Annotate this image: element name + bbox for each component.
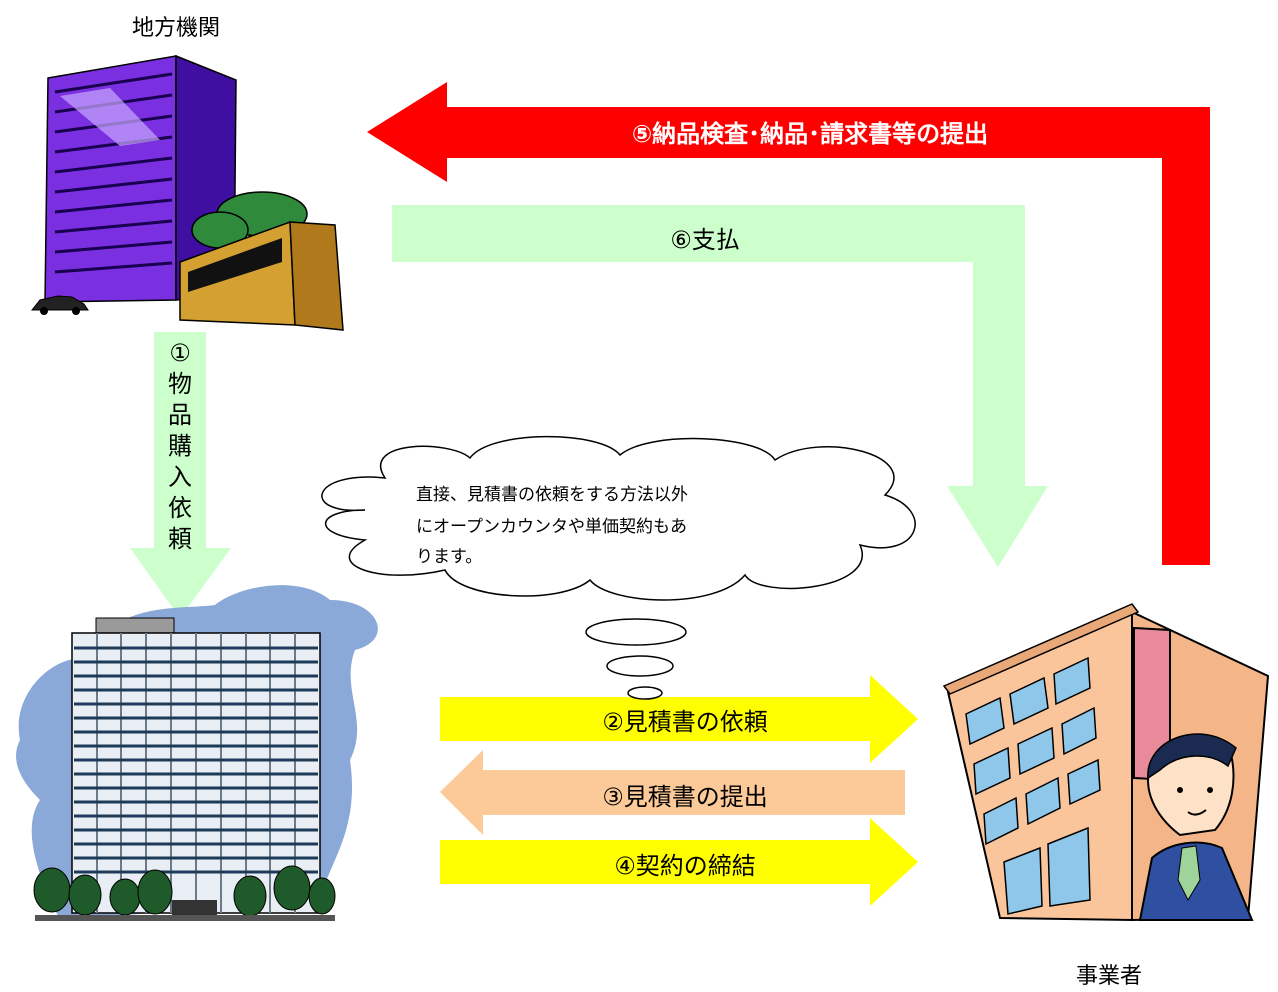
thought-bubble-line3: ります。	[416, 547, 483, 567]
step5-label: ⑤納品検査･納品･請求書等の提出	[631, 120, 989, 148]
arrow-step6	[392, 205, 1048, 567]
step4-label: ④契約の締結	[614, 852, 756, 880]
step1-label: ① 物 品 購 入 依 頼	[160, 338, 200, 555]
step1-char: ①	[169, 339, 191, 367]
arrow-step1	[130, 332, 231, 618]
vendor-label: 事業者	[1076, 964, 1143, 989]
arrow-step2	[440, 675, 918, 763]
step6-label: ⑥支払	[670, 226, 740, 254]
arrow-step5	[367, 82, 1210, 565]
thought-bubble-line2: にオープンカウンタや単価契約もあ	[416, 517, 687, 537]
step1-char: 依	[168, 494, 192, 522]
step2-label: ②見積書の依頼	[602, 708, 768, 736]
step1-char: 頼	[168, 525, 192, 553]
step1-char: 購	[168, 432, 192, 460]
step1-char: 入	[168, 463, 192, 491]
step1-char: 物	[168, 370, 192, 398]
local-agency-label: 地方機関	[132, 16, 221, 41]
arrow-step3	[440, 750, 905, 835]
thought-bubble-line1: 直接、見積書の依頼をする方法以外	[416, 485, 688, 505]
arrow-step4	[440, 818, 918, 906]
step3-label: ③見積書の提出	[602, 783, 768, 811]
step1-char: 品	[168, 401, 192, 429]
